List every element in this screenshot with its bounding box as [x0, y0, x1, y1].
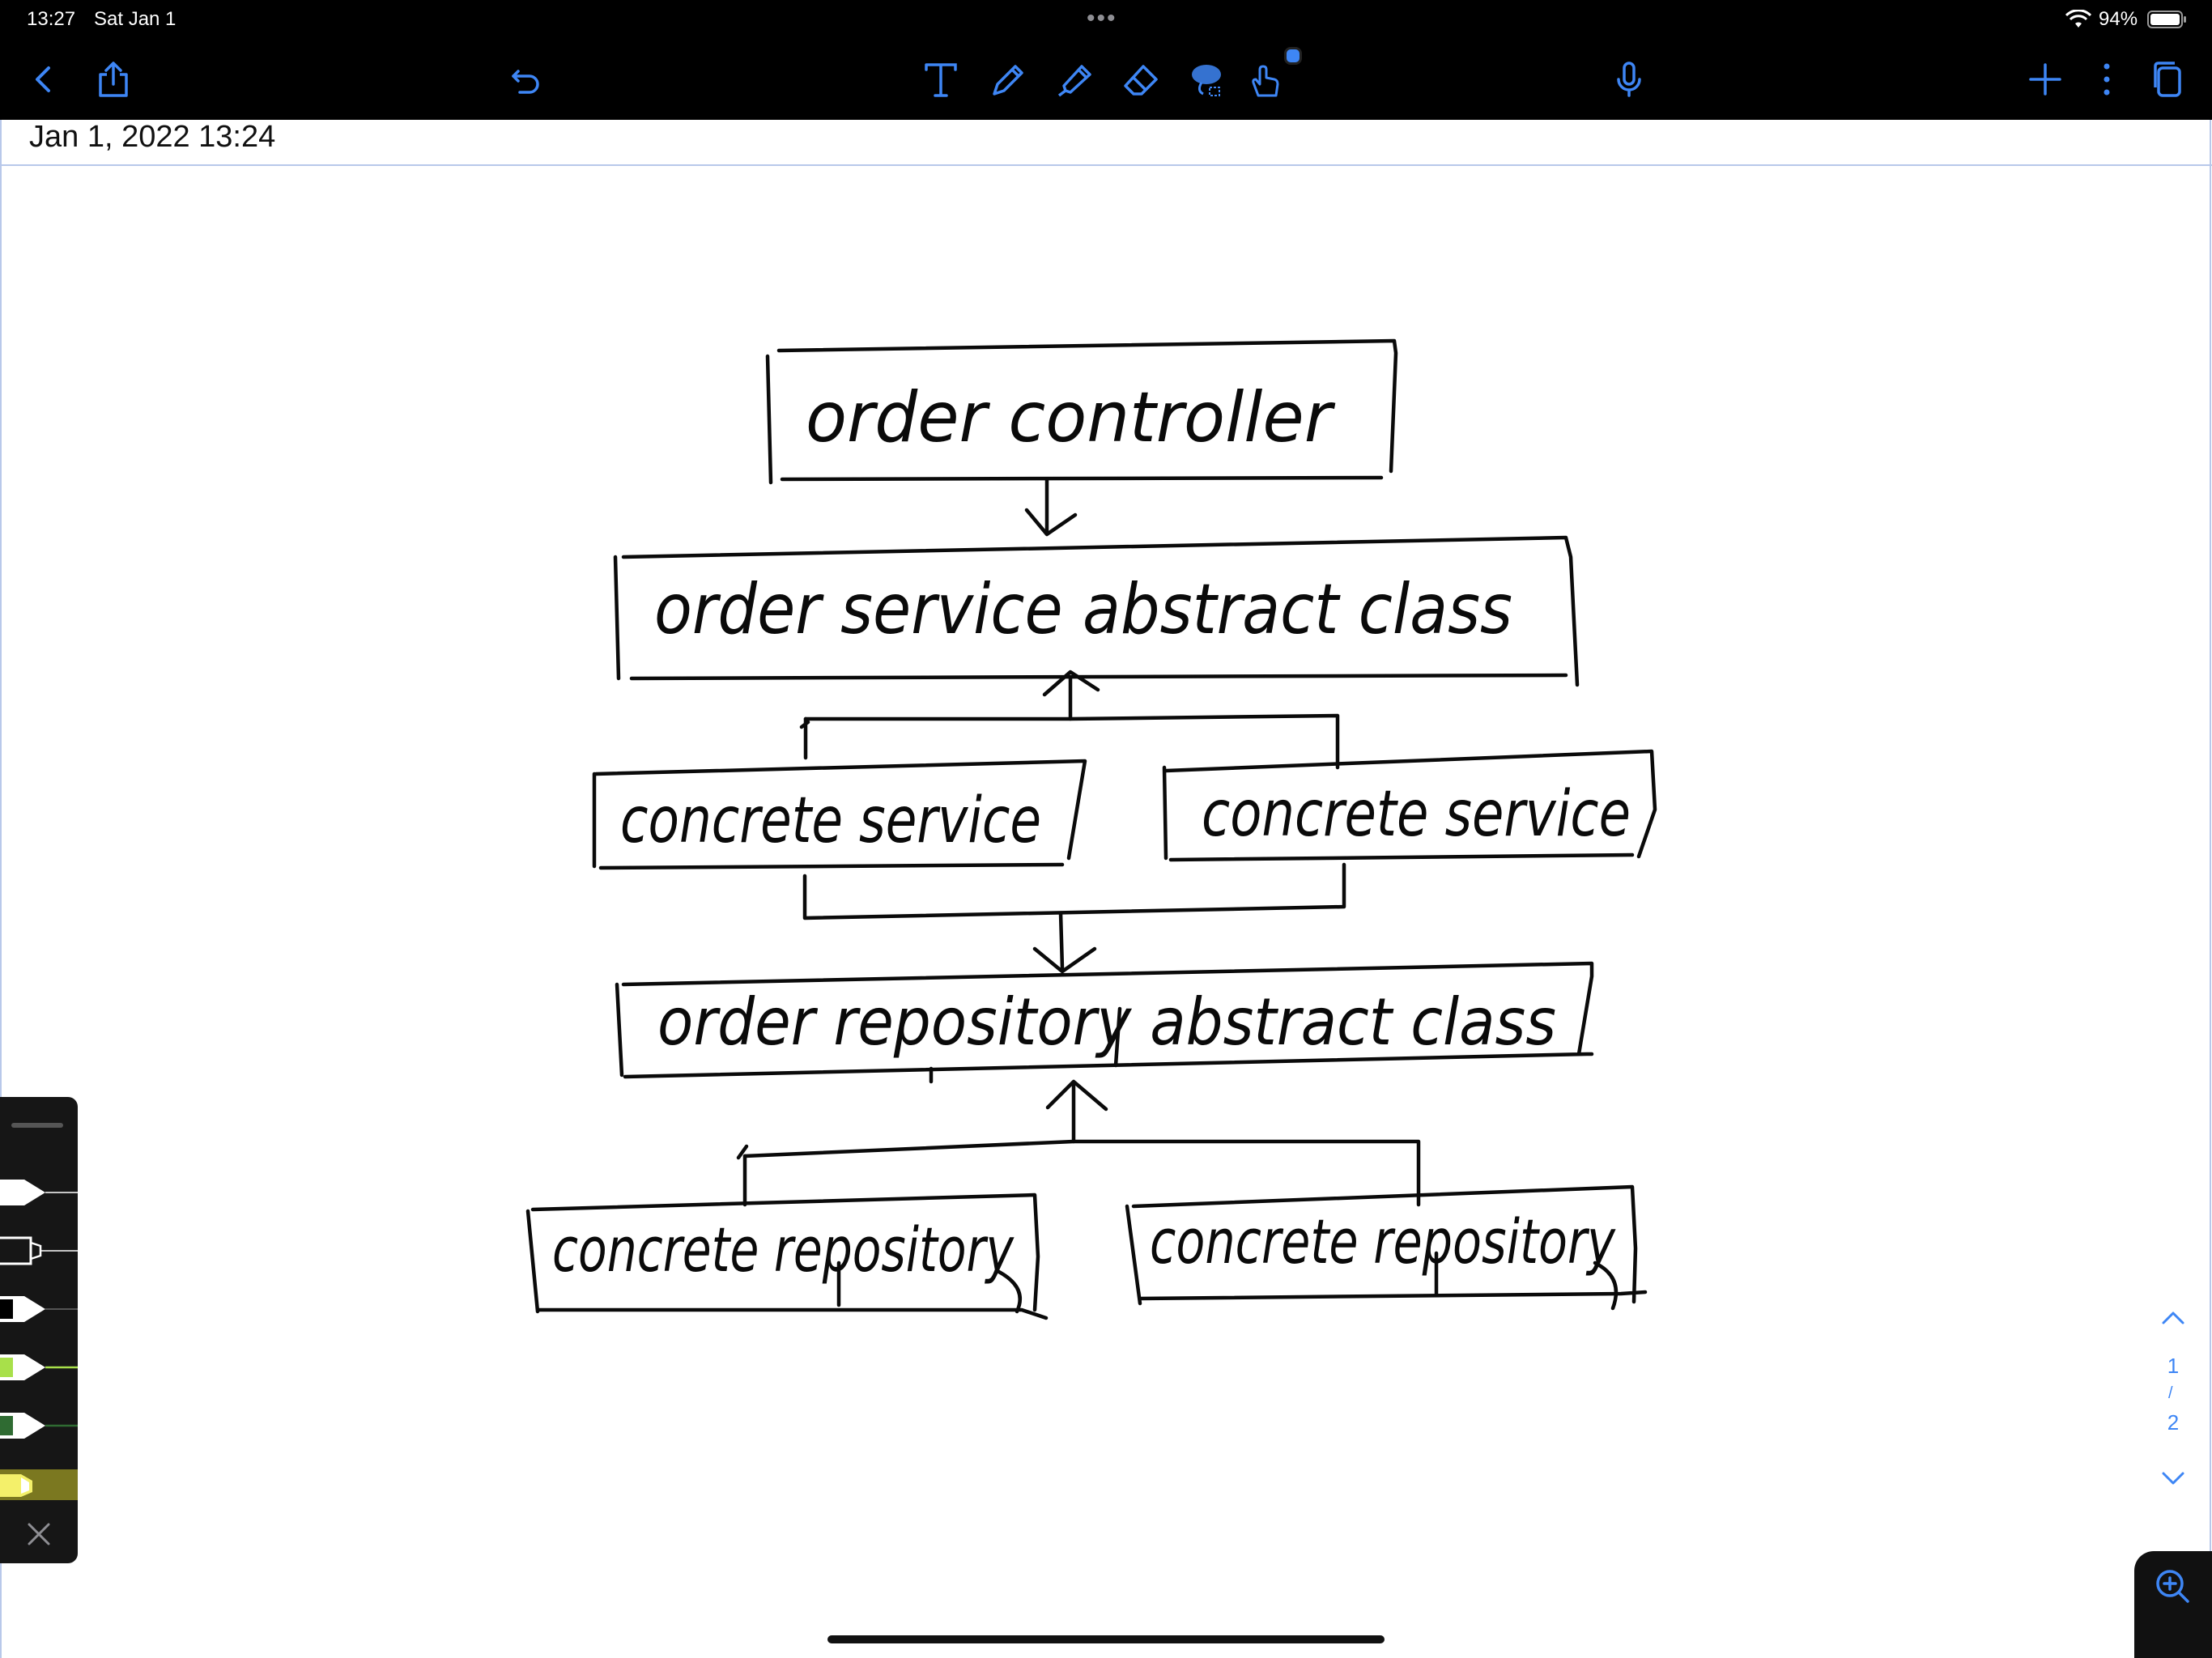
pen-black-fountain[interactable] [0, 1285, 78, 1333]
pen-white-fountain[interactable] [0, 1168, 78, 1217]
multitasking-dots-icon[interactable]: ••• [1087, 5, 1117, 32]
page-edge-left [0, 120, 2, 1658]
share-icon[interactable] [89, 55, 138, 104]
box-order-service-abstract: order service abstract class [613, 535, 1580, 687]
note-date: Jan 1, 2022 13:24 [29, 120, 276, 154]
status-date: Sat Jan 1 [94, 8, 177, 30]
battery-icon [2147, 10, 2188, 35]
highlighter-tool-icon[interactable] [1049, 55, 1098, 104]
zoom-magnifier-icon [2156, 1570, 2189, 1603]
undo-icon[interactable] [502, 55, 551, 104]
pages-icon[interactable] [2144, 55, 2193, 104]
box-concrete-service-left: concrete service [592, 759, 1087, 870]
battery-percent: 94% [2099, 8, 2138, 30]
previous-page-chevron-icon[interactable] [2157, 1302, 2189, 1334]
box-order-repository-abstract: order repository abstract class [615, 961, 1594, 1084]
eraser-tool-icon[interactable] [1116, 55, 1164, 104]
zoom-window-button[interactable] [2134, 1551, 2212, 1658]
header-divider [0, 164, 2212, 166]
box-label: concrete service [1202, 778, 1631, 851]
box-concrete-service-right: concrete service [1162, 749, 1657, 862]
text-tool-icon[interactable] [917, 55, 965, 104]
close-palette-icon[interactable] [23, 1518, 55, 1550]
arrow-repositories-inherit [736, 1079, 1421, 1207]
arrow-services-to-repository [802, 862, 1346, 974]
box-label: concrete repository [552, 1214, 1015, 1286]
microphone-icon[interactable] [1605, 55, 1653, 104]
status-time: 13:27 [27, 8, 76, 30]
box-label: concrete repository [1150, 1205, 1616, 1278]
page-separator: / [2168, 1384, 2173, 1402]
page-edge-right [2210, 120, 2211, 1658]
lasso-tool-icon[interactable] [1182, 55, 1231, 104]
toolbar [0, 39, 2212, 120]
wifi-icon [2065, 9, 2092, 35]
pen-palette [0, 1097, 78, 1563]
box-label: order service abstract class [654, 569, 1512, 650]
arrow-controller-to-service [1024, 477, 1078, 537]
palette-grabber[interactable] [11, 1123, 63, 1128]
pen-green-fountain[interactable] [0, 1401, 78, 1450]
touch-tool-icon[interactable] [1242, 55, 1291, 104]
box-concrete-repository-left: concrete repository [525, 1192, 1049, 1320]
box-label: concrete service [620, 784, 1041, 857]
pen-yellow-highlighter[interactable] [0, 1460, 78, 1508]
touch-tool-active-dot-icon [1284, 47, 1302, 65]
back-icon[interactable] [19, 55, 68, 104]
status-bar: 13:27 Sat Jan 1 ••• 94% [0, 0, 2212, 39]
pen-lime-fountain[interactable] [0, 1343, 78, 1392]
home-indicator[interactable] [827, 1635, 1385, 1643]
more-icon[interactable] [2082, 55, 2131, 104]
arrow-services-inherit [799, 670, 1340, 770]
box-concrete-repository-right: concrete repository [1125, 1184, 1648, 1311]
pen-tool-icon[interactable] [983, 55, 1032, 104]
box-order-controller: order controller [765, 338, 1398, 485]
box-label: order controller [806, 377, 1335, 458]
box-label: order repository abstract class [657, 984, 1556, 1060]
total-pages: 2 [2167, 1410, 2180, 1435]
current-page-number: 1 [2167, 1354, 2180, 1378]
next-page-chevron-icon[interactable] [2157, 1462, 2189, 1494]
add-icon[interactable] [2021, 55, 2069, 104]
pen-white-ballpoint[interactable] [0, 1226, 78, 1275]
